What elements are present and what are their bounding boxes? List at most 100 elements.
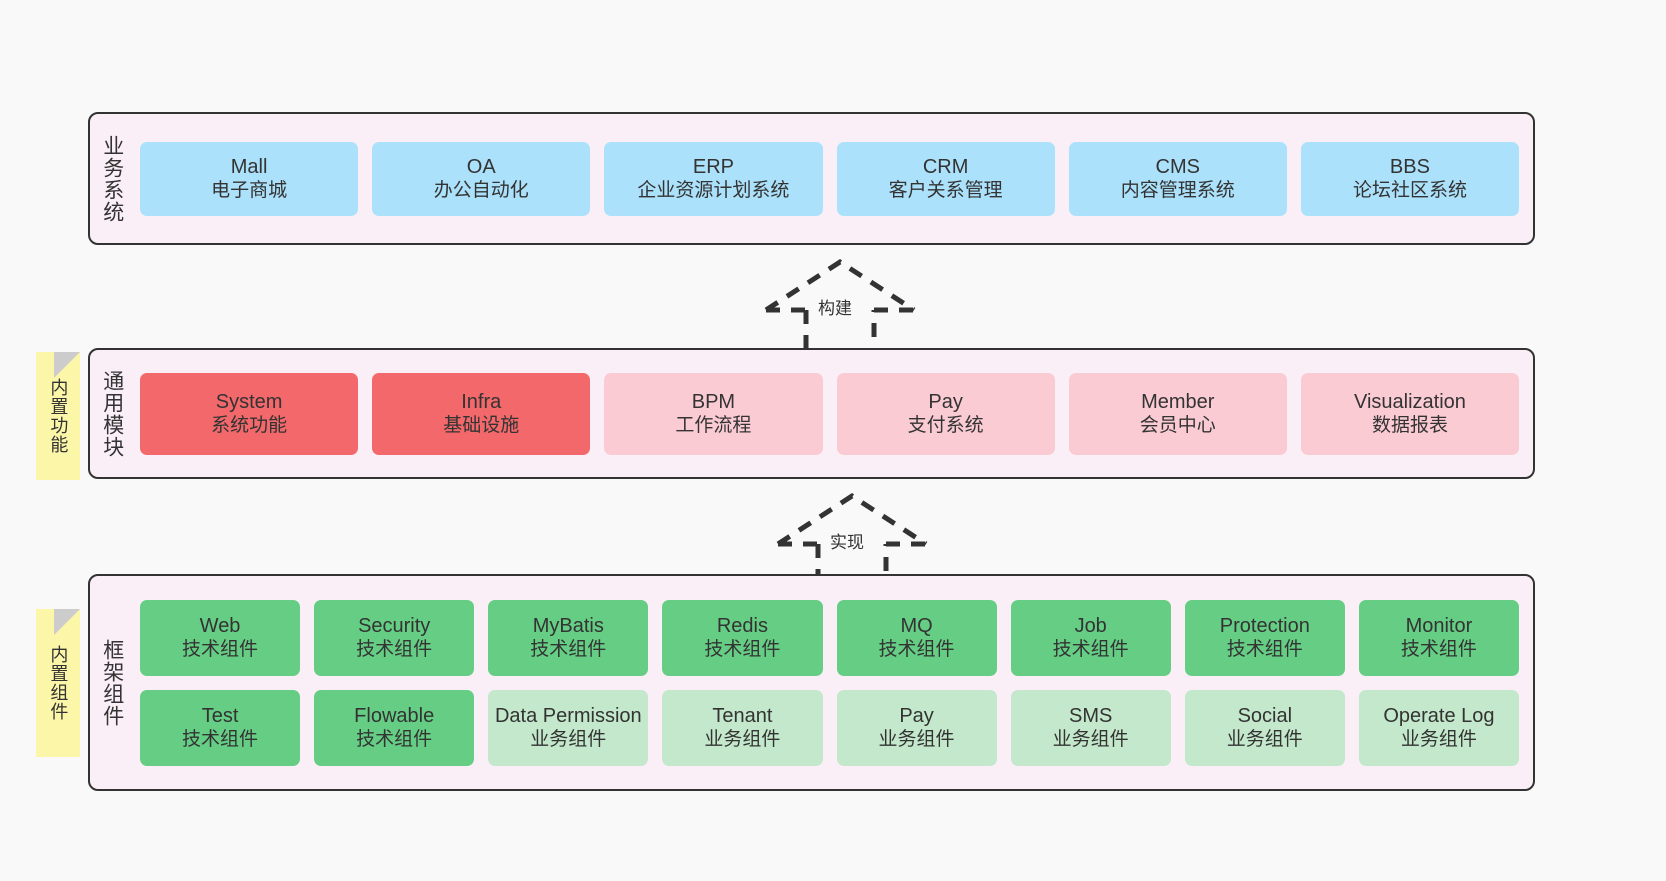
module-oa-cn: 办公自动化 bbox=[433, 180, 529, 202]
component-redis[interactable]: Redis 技术组件 bbox=[662, 599, 823, 676]
business-row: Mall 电子商城 OA 办公自动化 ERP 企业资源计划系统 CRM 客户关系… bbox=[140, 141, 1520, 216]
module-pay-cn: 支付系统 bbox=[907, 415, 984, 437]
module-oa[interactable]: OA 办公自动化 bbox=[372, 141, 591, 216]
component-tenant-cn: 业务组件 bbox=[704, 729, 781, 751]
component-test-en: Test bbox=[201, 704, 239, 727]
layer-business-system: 业务系统 Mall 电子商城 OA 办公自动化 ERP 企业资源计划系统 CRM… bbox=[88, 112, 1535, 245]
common-row: System 系统功能 Infra 基础设施 BPM 工作流程 Pay 支付系统… bbox=[140, 372, 1520, 455]
module-member-cn: 会员中心 bbox=[1139, 415, 1216, 437]
module-cms-cn: 内容管理系统 bbox=[1120, 180, 1235, 202]
component-monitor-cn: 技术组件 bbox=[1400, 639, 1477, 661]
component-social[interactable]: Social 业务组件 bbox=[1184, 689, 1345, 766]
component-web[interactable]: Web 技术组件 bbox=[140, 599, 301, 676]
module-mall-cn: 电子商城 bbox=[211, 180, 288, 202]
component-operate-log[interactable]: Operate Log 业务组件 bbox=[1358, 689, 1519, 766]
component-job-en: Job bbox=[1074, 614, 1107, 637]
component-job[interactable]: Job 技术组件 bbox=[1010, 599, 1171, 676]
layer-title-common: 通用模块 bbox=[100, 369, 124, 458]
layer-title-framework: 框架组件 bbox=[100, 638, 124, 727]
module-crm-en: CRM bbox=[922, 155, 969, 178]
module-pay-en: Pay bbox=[928, 390, 963, 413]
module-crm[interactable]: CRM 客户关系管理 bbox=[836, 141, 1055, 216]
layer-body-business: Mall 电子商城 OA 办公自动化 ERP 企业资源计划系统 CRM 客户关系… bbox=[134, 114, 1533, 243]
arrow-build-label: 构建 bbox=[818, 299, 852, 318]
module-infra-en: Infra bbox=[461, 390, 502, 413]
component-tenant[interactable]: Tenant 业务组件 bbox=[662, 689, 823, 766]
layer-body-framework: Web 技术组件 Security 技术组件 MyBatis 技术组件 Redi… bbox=[134, 576, 1533, 789]
component-mybatis-cn: 技术组件 bbox=[530, 639, 607, 661]
module-erp-cn: 企业资源计划系统 bbox=[637, 180, 790, 202]
component-security[interactable]: Security 技术组件 bbox=[314, 599, 475, 676]
note-builtin-function-label: 内置功能 bbox=[48, 378, 69, 454]
component-pay[interactable]: Pay 业务组件 bbox=[836, 689, 997, 766]
module-cms-en: CMS bbox=[1155, 155, 1200, 178]
module-system-cn: 系统功能 bbox=[211, 415, 288, 437]
arrow-implement-label: 实现 bbox=[830, 533, 864, 552]
module-erp-en: ERP bbox=[692, 155, 734, 178]
module-visualization-en: Visualization bbox=[1353, 390, 1466, 413]
component-data-permission-en: Data Permission bbox=[494, 704, 642, 727]
component-social-en: Social bbox=[1237, 704, 1293, 727]
component-operate-log-en: Operate Log bbox=[1383, 704, 1495, 727]
component-protection-en: Protection bbox=[1219, 614, 1310, 637]
module-member[interactable]: Member 会员中心 bbox=[1068, 372, 1287, 455]
module-bpm-en: BPM bbox=[691, 390, 736, 413]
module-visualization[interactable]: Visualization 数据报表 bbox=[1300, 372, 1520, 455]
component-data-permission-cn: 业务组件 bbox=[530, 729, 607, 751]
framework-row-2: Test 技术组件 Flowable 技术组件 Data Permission … bbox=[140, 689, 1519, 766]
module-mall[interactable]: Mall 电子商城 bbox=[140, 141, 359, 216]
component-pay-cn: 业务组件 bbox=[878, 729, 955, 751]
component-sms[interactable]: SMS 业务组件 bbox=[1010, 689, 1171, 766]
module-bbs-en: BBS bbox=[1389, 155, 1430, 178]
component-protection[interactable]: Protection 技术组件 bbox=[1184, 599, 1345, 676]
module-crm-cn: 客户关系管理 bbox=[888, 180, 1003, 202]
module-erp[interactable]: ERP 企业资源计划系统 bbox=[604, 141, 823, 216]
framework-row-1: Web 技术组件 Security 技术组件 MyBatis 技术组件 Redi… bbox=[140, 599, 1519, 676]
component-mq-cn: 技术组件 bbox=[878, 639, 955, 661]
module-system[interactable]: System 系统功能 bbox=[140, 372, 359, 455]
module-infra[interactable]: Infra 基础设施 bbox=[372, 372, 591, 455]
component-mybatis-en: MyBatis bbox=[532, 614, 604, 637]
component-flowable[interactable]: Flowable 技术组件 bbox=[314, 689, 475, 766]
component-job-cn: 技术组件 bbox=[1052, 639, 1129, 661]
component-test-cn: 技术组件 bbox=[182, 729, 259, 751]
component-redis-cn: 技术组件 bbox=[704, 639, 781, 661]
component-operate-log-cn: 业务组件 bbox=[1400, 729, 1477, 751]
component-mybatis[interactable]: MyBatis 技术组件 bbox=[488, 599, 649, 676]
component-flowable-en: Flowable bbox=[354, 704, 435, 727]
component-monitor-en: Monitor bbox=[1405, 614, 1473, 637]
component-pay-en: Pay bbox=[899, 704, 934, 727]
layer-common-module: 通用模块 System 系统功能 Infra 基础设施 BPM 工作流程 Pay… bbox=[88, 348, 1535, 479]
component-test[interactable]: Test 技术组件 bbox=[140, 689, 301, 766]
component-flowable-cn: 技术组件 bbox=[356, 729, 433, 751]
layer-body-common: System 系统功能 Infra 基础设施 BPM 工作流程 Pay 支付系统… bbox=[134, 350, 1533, 477]
component-monitor[interactable]: Monitor 技术组件 bbox=[1358, 599, 1519, 676]
component-social-cn: 业务组件 bbox=[1226, 729, 1303, 751]
module-system-en: System bbox=[215, 390, 283, 413]
layer-framework-component: 框架组件 Web 技术组件 Security 技术组件 MyBatis 技术组件… bbox=[88, 574, 1535, 791]
module-bpm[interactable]: BPM 工作流程 bbox=[604, 372, 823, 455]
note-builtin-component-label: 内置组件 bbox=[48, 645, 69, 721]
note-builtin-function: 内置功能 bbox=[36, 352, 80, 480]
layer-title-business: 业务系统 bbox=[100, 134, 124, 223]
component-redis-en: Redis bbox=[716, 614, 768, 637]
component-security-cn: 技术组件 bbox=[356, 639, 433, 661]
component-mq-en: MQ bbox=[900, 614, 933, 637]
module-cms[interactable]: CMS 内容管理系统 bbox=[1068, 141, 1287, 216]
module-infra-cn: 基础设施 bbox=[443, 415, 520, 437]
component-sms-en: SMS bbox=[1069, 704, 1113, 727]
module-bbs[interactable]: BBS 论坛社区系统 bbox=[1300, 141, 1520, 216]
module-pay[interactable]: Pay 支付系统 bbox=[836, 372, 1055, 455]
module-bbs-cn: 论坛社区系统 bbox=[1352, 180, 1467, 202]
component-web-en: Web bbox=[199, 614, 241, 637]
component-security-en: Security bbox=[358, 614, 431, 637]
component-tenant-en: Tenant bbox=[712, 704, 773, 727]
component-sms-cn: 业务组件 bbox=[1052, 729, 1129, 751]
component-mq[interactable]: MQ 技术组件 bbox=[836, 599, 997, 676]
module-visualization-cn: 数据报表 bbox=[1371, 415, 1448, 437]
arrow-build: 构建 bbox=[760, 258, 920, 355]
module-bpm-cn: 工作流程 bbox=[675, 415, 752, 437]
component-data-permission[interactable]: Data Permission 业务组件 bbox=[488, 689, 649, 766]
module-oa-en: OA bbox=[466, 155, 496, 178]
